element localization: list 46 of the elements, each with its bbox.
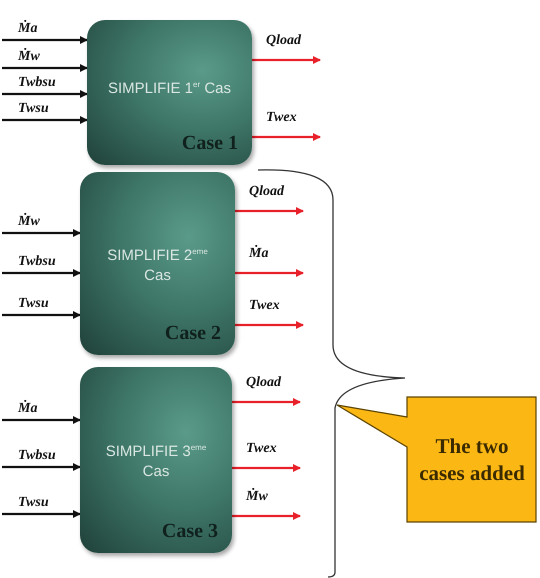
edge-label: Qload: [266, 33, 301, 49]
edge-label: Ṁa: [18, 21, 38, 37]
arrow: [252, 133, 321, 141]
edge-label: Ṁw: [18, 214, 40, 230]
arrow: [232, 464, 301, 472]
edge-label: Ṁa: [18, 401, 38, 417]
box-title: SIMPLIFIE 2$^{eme}$ Cas: [106, 246, 209, 286]
case-label: Case 1: [182, 132, 238, 155]
arrow: [235, 321, 304, 329]
edge-label: Twex: [246, 441, 277, 457]
edge-label: Twsu: [18, 101, 49, 117]
callout-text: The two cases added: [418, 432, 526, 486]
edge-label: Twbsu: [18, 75, 56, 91]
edge-label: Twsu: [18, 296, 49, 312]
arrow: [235, 207, 304, 215]
edge-label: Twsu: [18, 495, 49, 511]
process-box: [80, 367, 232, 553]
edge-label: Qload: [246, 375, 281, 391]
arrow: [252, 56, 321, 64]
arrow: [2, 36, 88, 44]
arrow: [2, 311, 81, 319]
process-box: [80, 172, 235, 355]
arrow: [2, 269, 81, 277]
arrow: [2, 510, 81, 518]
box-title: SIMPLIFIE 3$^{eme}$ Cas: [104, 442, 208, 482]
arrow: [2, 416, 81, 424]
edge-label: Twbsu: [18, 254, 56, 270]
edge-label: Twbsu: [18, 448, 56, 464]
box-title: SIMPLIFIE 1$^{er}$ Cas: [107, 79, 232, 100]
process-box: [87, 20, 252, 165]
arrow: [232, 398, 301, 406]
edge-label: Ṁw: [246, 489, 268, 505]
arrow: [2, 64, 88, 72]
arrow: [2, 229, 81, 237]
edge-label: Ṁa: [249, 246, 268, 262]
edge-label: Ṁw: [18, 49, 40, 65]
arrow: [2, 90, 88, 98]
arrow: [235, 269, 304, 277]
arrow: [232, 512, 301, 520]
case-label: Case 2: [164, 322, 221, 345]
edge-label: Twex: [266, 110, 297, 126]
edge-label: Twex: [249, 298, 280, 314]
arrow: [2, 116, 88, 124]
arrow: [2, 463, 81, 471]
edge-label: Qload: [249, 184, 284, 200]
case-label: Case 3: [162, 520, 218, 543]
